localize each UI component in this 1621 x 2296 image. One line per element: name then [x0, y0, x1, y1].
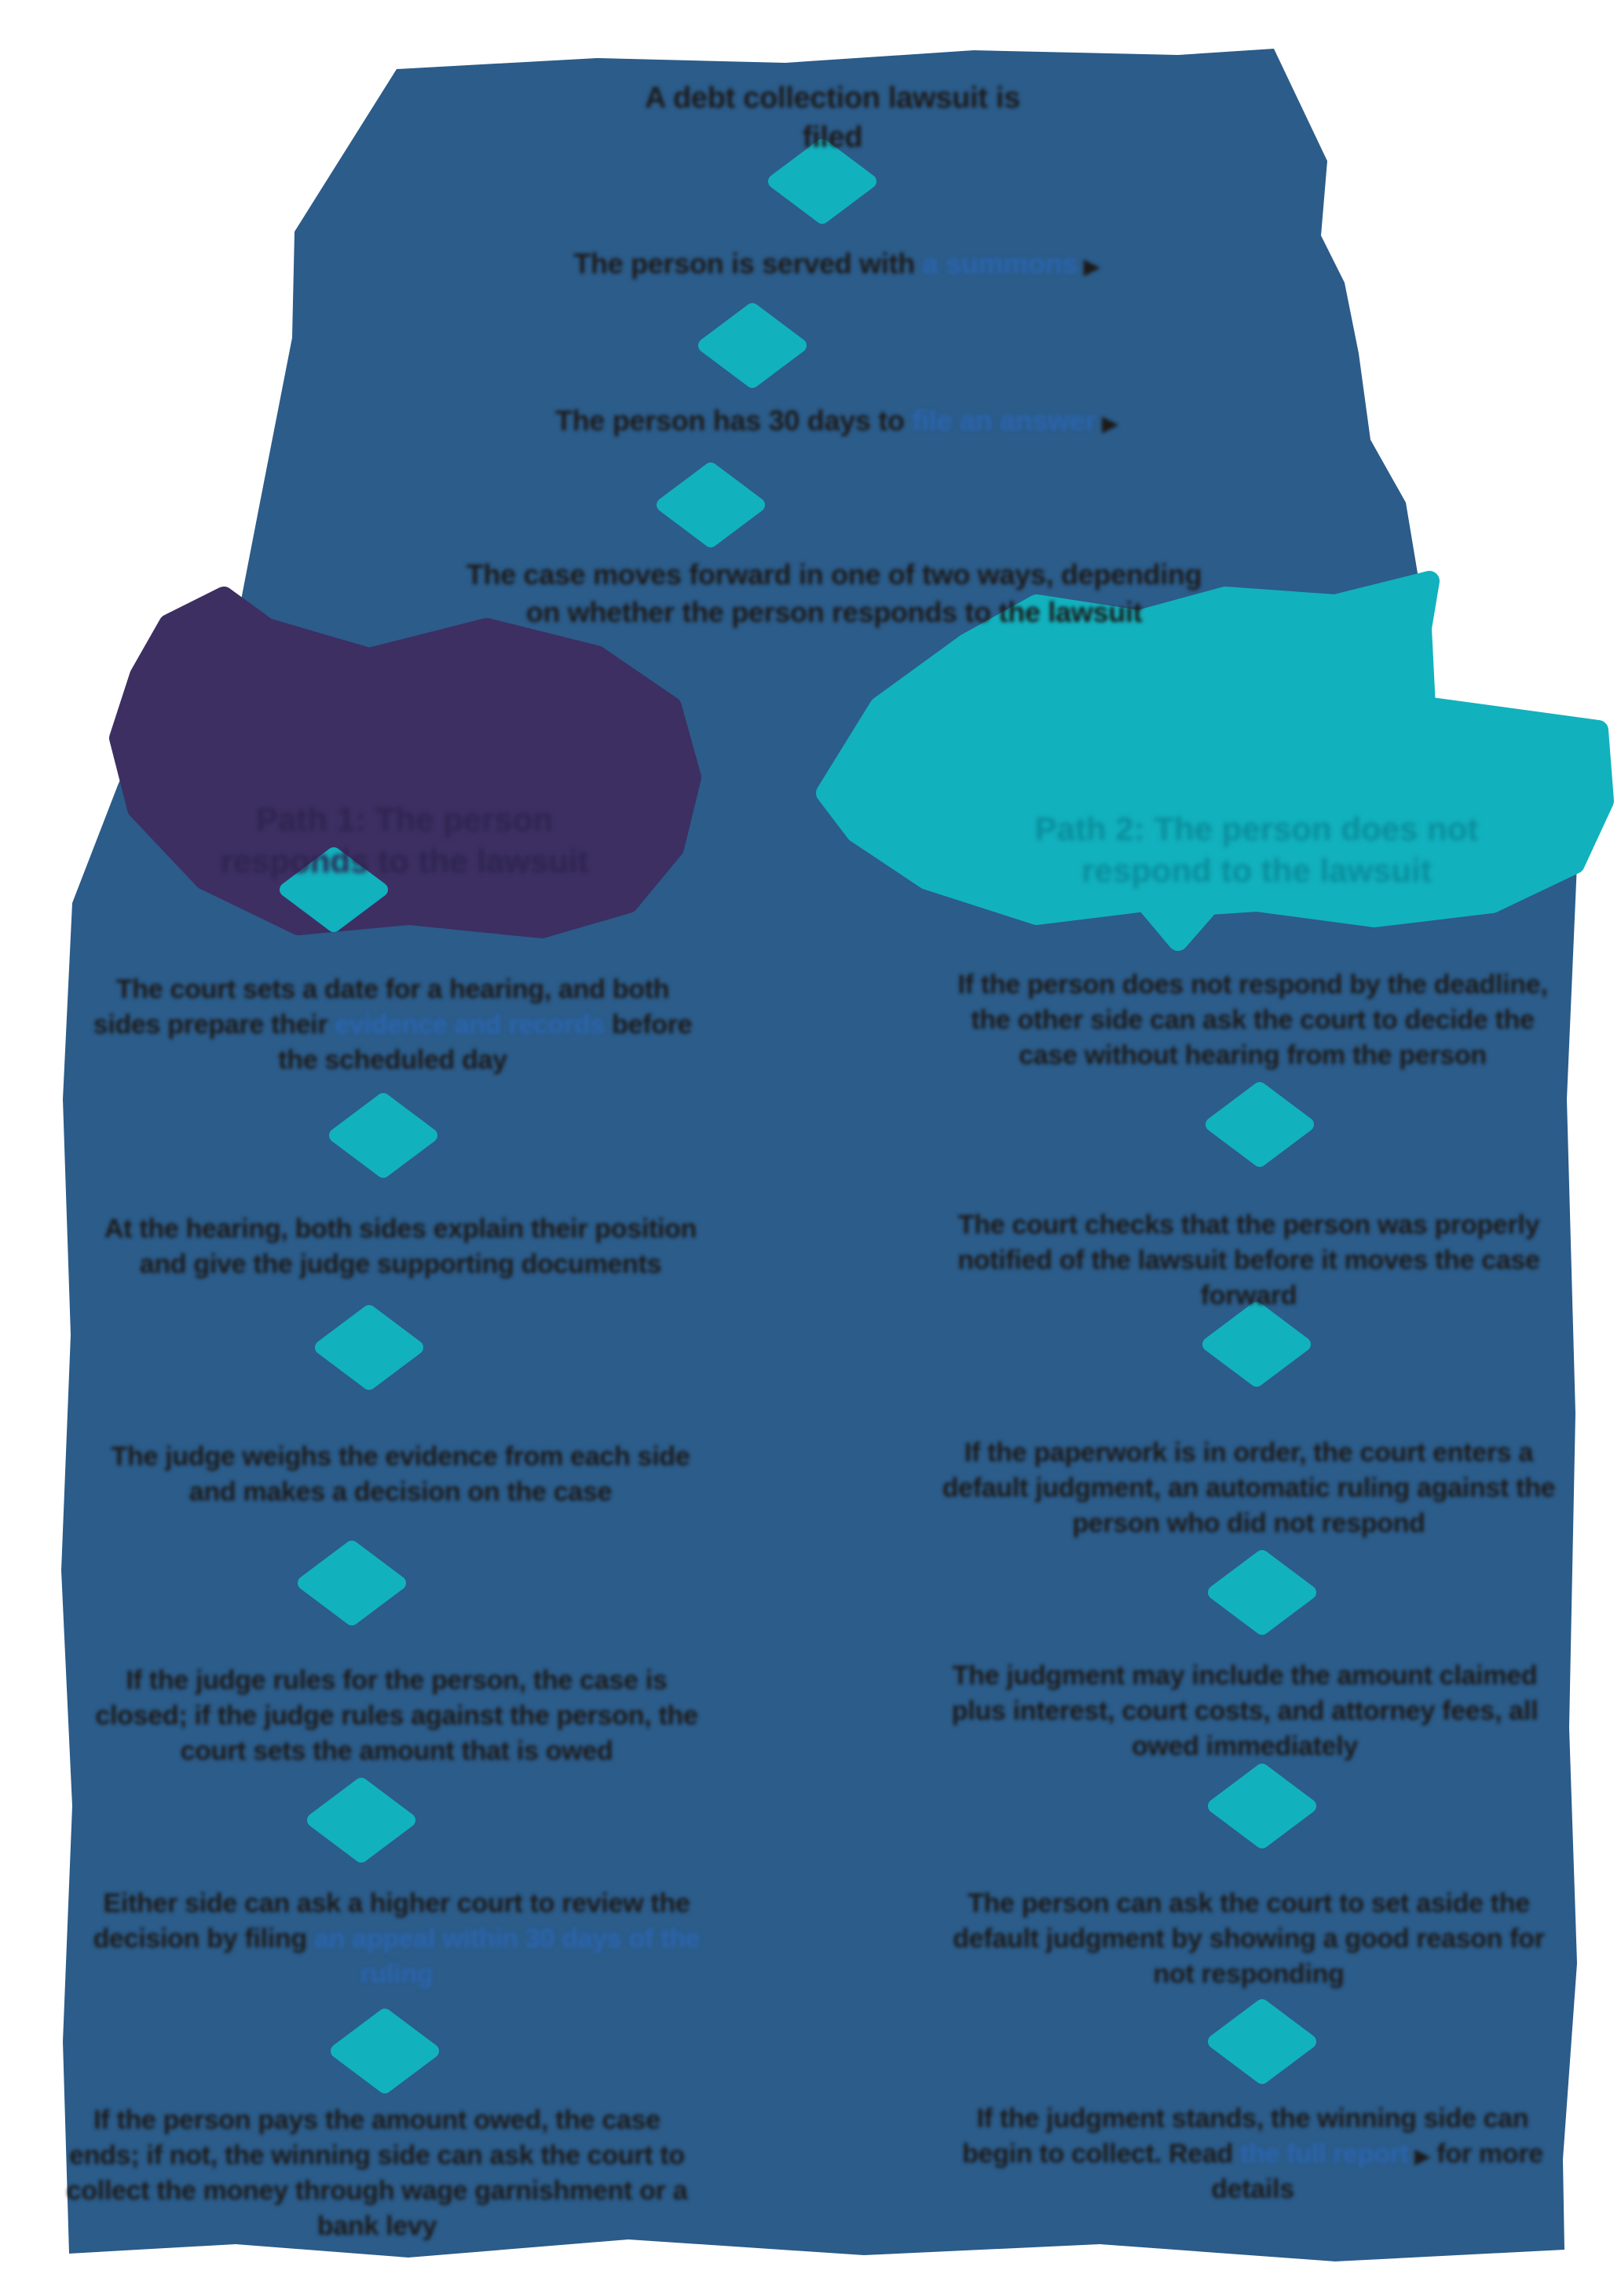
path1-title: Path 1: The person responds to the lawsu…: [220, 801, 589, 879]
step-text: The court checks that the person was pro…: [957, 1210, 1540, 1311]
step-link[interactable]: evidence and records: [335, 1009, 606, 1040]
step-link[interactable]: the full report: [1240, 2138, 1409, 2169]
flow-arrow-icon: [768, 139, 876, 224]
step4-text: The case moves forward in one of two way…: [466, 558, 1202, 628]
flow-arrow-icon: [298, 1541, 406, 1625]
flow-step: If the judgment stands, the winning side…: [942, 2101, 1563, 2207]
flow-arrow-icon: [1208, 1550, 1316, 1635]
flow-step: If the person does not respond by the de…: [939, 967, 1567, 1073]
link-arrow-icon: ▶: [1084, 256, 1100, 278]
flow-step: The court checks that the person was pro…: [935, 1208, 1563, 1314]
step-text: If the judgment stands, the winning side…: [962, 2104, 1529, 2169]
flow-step: If the judge rules for the person, the c…: [90, 1663, 703, 1769]
link-arrow-icon: ▶: [1414, 2145, 1430, 2167]
step2-link[interactable]: a summons: [922, 247, 1078, 280]
step2-text: The person is served with: [573, 247, 923, 280]
flow-arrow-icon: [315, 1305, 423, 1390]
step-text: for more details: [1211, 2138, 1543, 2204]
step-text: If the person pays the amount owed, the …: [66, 2105, 688, 2241]
flow-step: The judgment may include the amount clai…: [931, 1658, 1559, 1764]
path2-header: Path 2: The person does not respond to t…: [1029, 809, 1484, 891]
flow-arrow-icon: [698, 303, 807, 388]
step3-link[interactable]: file an answer: [912, 404, 1096, 437]
step-text: The court sets a date for a hearing, and…: [93, 974, 670, 1040]
step-text: If the paperwork is in order, the court …: [942, 1438, 1556, 1538]
step-text: The judgment may include the amount clai…: [951, 1661, 1539, 1761]
step-text: If the judge rules for the person, the c…: [95, 1665, 698, 1766]
step-text: The person can ask the court to set asid…: [953, 1888, 1545, 1989]
step-text: At the hearing, both sides explain their…: [104, 1214, 697, 1279]
flow-arrow-icon: [1202, 1302, 1311, 1387]
step-text: Either side can ask a higher court to re…: [93, 1888, 690, 1954]
step-text: before the scheduled day: [278, 1009, 693, 1075]
path2-title: Path 2: The person does not respond to t…: [1034, 810, 1479, 889]
flow-arrow-icon: [1208, 1764, 1316, 1848]
path1-header-shape: [109, 587, 701, 938]
flow-arrow-icon: [657, 462, 765, 547]
path2-header-shape: [816, 571, 1614, 951]
start-step: A debt collection lawsuit is filed: [620, 79, 1045, 157]
step-link[interactable]: an appeal within 30 days of the ruling: [314, 1923, 701, 1989]
flow-arrow-icon: [331, 2009, 439, 2093]
flow-step: The person can ask the court to set asid…: [935, 1886, 1563, 1992]
flow-step: The court sets a date for a hearing, and…: [82, 972, 703, 1078]
flow-step: The person has 30 days to file an answer…: [471, 402, 1202, 440]
flow-arrow-icon: [329, 1093, 437, 1178]
flow-arrow-icon: [1206, 1082, 1314, 1167]
step3-text: The person has 30 days to: [555, 404, 913, 437]
flow-step: The case moves forward in one of two way…: [465, 556, 1203, 631]
flow-arrow-icon: [280, 847, 388, 932]
flow-step: If the person pays the amount owed, the …: [63, 2103, 691, 2244]
flow-arrow-icon: [1208, 1999, 1316, 2084]
link-arrow-icon: ▶: [1102, 413, 1118, 435]
flow-step: Either side can ask a higher court to re…: [86, 1886, 707, 1992]
path1-header: Path 1: The person responds to the lawsu…: [200, 799, 609, 882]
flow-arrow-icon: [307, 1778, 415, 1863]
step-text: The judge weighs the evidence from each …: [111, 1442, 690, 1507]
start-step-text: A debt collection lawsuit is filed: [645, 82, 1020, 155]
flow-step: If the paperwork is in order, the court …: [935, 1435, 1563, 1541]
flow-step: The judge weighs the evidence from each …: [94, 1439, 707, 1510]
step-text: If the person does not respond by the de…: [957, 970, 1548, 1070]
flow-step: The person is served with a summons ▶: [471, 245, 1202, 283]
flow-step: At the hearing, both sides explain their…: [94, 1212, 707, 1282]
